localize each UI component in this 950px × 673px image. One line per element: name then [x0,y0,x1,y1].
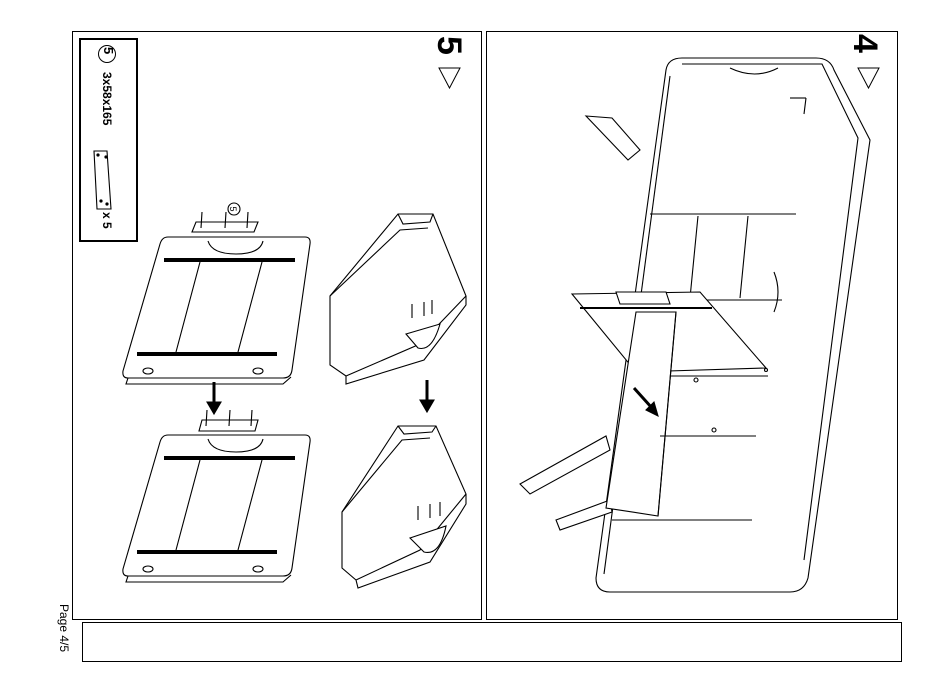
seat-board-top [123,212,310,384]
step-4-arrow-icon [858,68,879,88]
cabinet-assembly [520,58,870,592]
chair-frame-top [330,214,466,384]
part-ref-label: 5 [228,206,238,211]
plate-part-icon [94,151,111,209]
down-arrow-icon [207,380,434,414]
chair-frame-bottom [342,426,466,588]
seat-board-bottom [123,410,310,582]
step-5-arrow-icon [439,68,460,88]
